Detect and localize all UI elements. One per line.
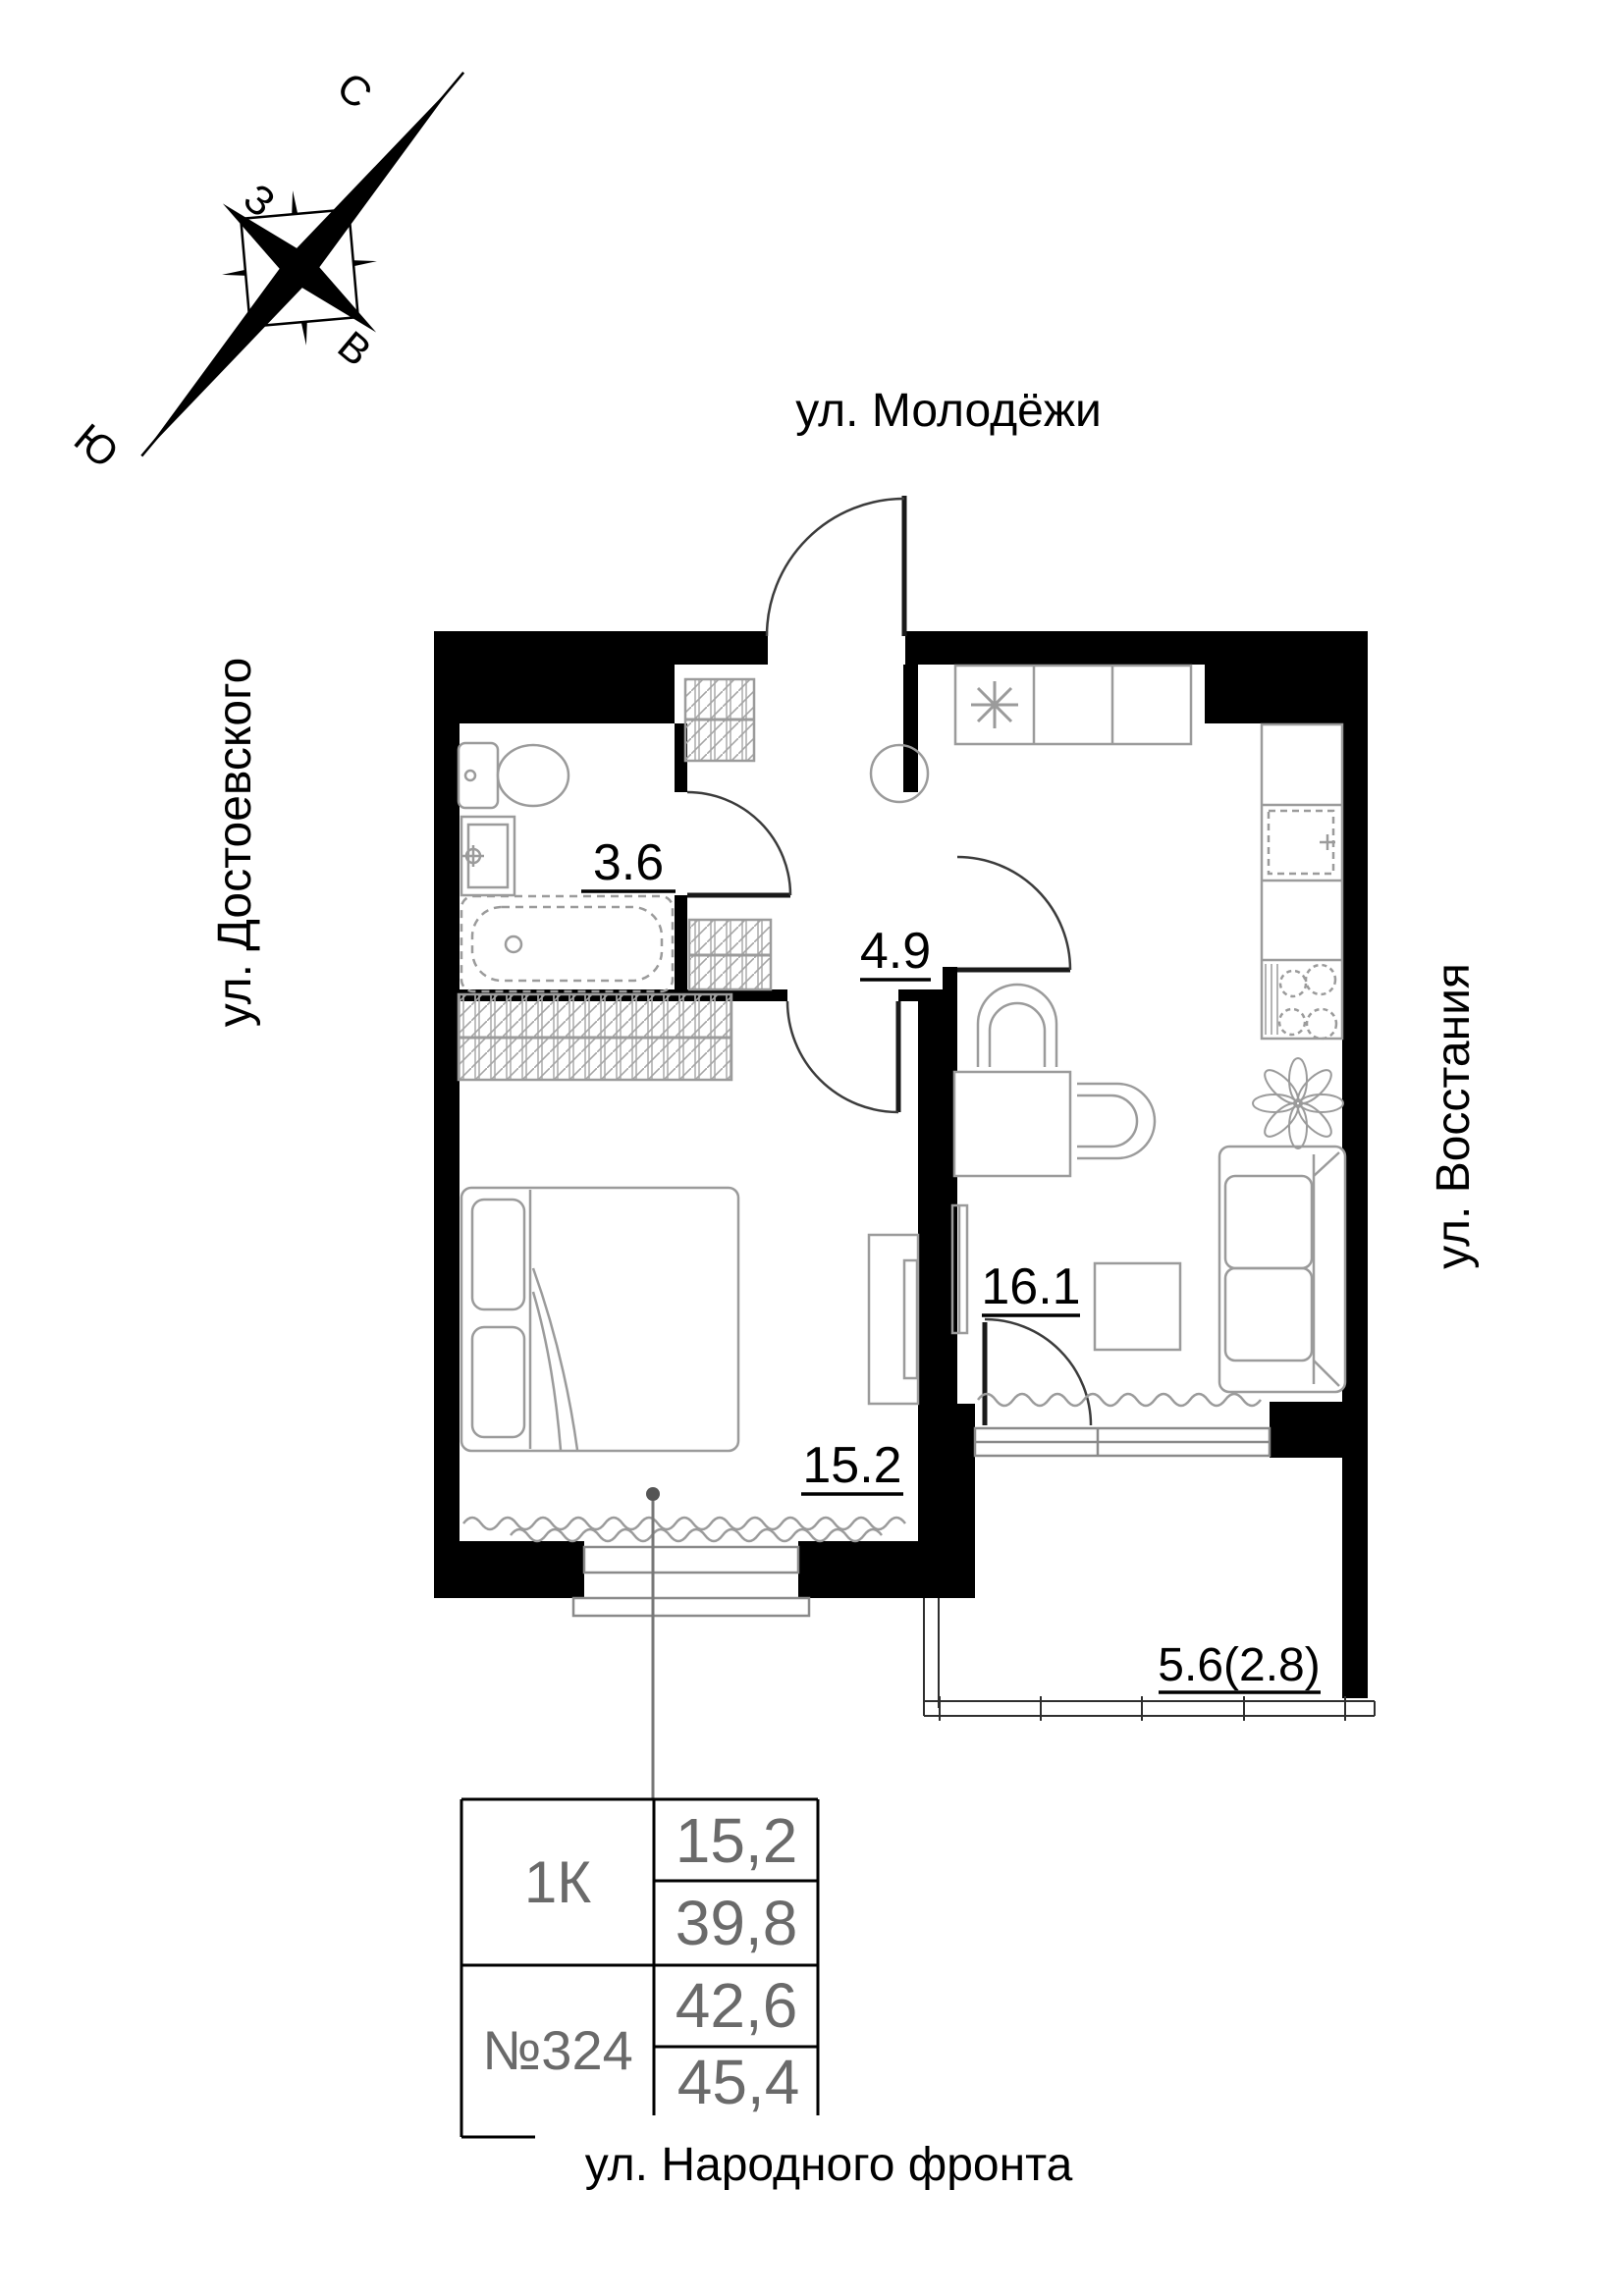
bedroom-wardrobe — [457, 992, 733, 1082]
hallway-closet-lower — [687, 918, 773, 991]
street-label-top: ул. Молодёжи — [795, 385, 1102, 437]
leader-line — [646, 1487, 660, 1799]
kitchen-door — [956, 855, 1072, 973]
street-label-right: ул. Восстания — [1428, 963, 1480, 1269]
plant-symbol — [1252, 1057, 1344, 1149]
area-label-balcony: 5.6(2.8) — [1158, 1639, 1320, 1691]
balcony-door — [982, 1317, 1093, 1426]
area-label-hallway: 4.9 — [860, 923, 931, 980]
sink-asterisk-symbol — [971, 681, 1018, 728]
compass-label-south: Ю — [66, 414, 128, 476]
hallway-round-fixture — [869, 743, 930, 804]
compass-rose: С З В Ю — [66, 63, 465, 477]
stove-symbol — [1265, 963, 1338, 1041]
total-area-with-balcony-value: 45,4 — [677, 2047, 800, 2117]
area-label-bathroom: 3.6 — [593, 834, 664, 891]
balcony-railing — [923, 1598, 1376, 1721]
living-area-value: 15,2 — [676, 1805, 798, 1876]
bed-symbol — [460, 1186, 740, 1453]
apartment-number: №324 — [482, 2019, 633, 2081]
entrance-door — [765, 496, 907, 637]
total-area-value: 42,6 — [676, 1970, 798, 2041]
bedroom-curtain-symbol — [462, 1516, 906, 1531]
apartment-info-table: 1К №324 15,2 39,8 42,6 45,4 — [460, 1797, 820, 2139]
kitchen-window — [973, 1426, 1271, 1458]
bathtub-symbol — [460, 894, 675, 993]
bathroom-door — [686, 790, 792, 898]
bedroom-window — [571, 1541, 811, 1618]
apartment-type: 1К — [524, 1849, 591, 1915]
coffee-table-symbol — [1093, 1261, 1182, 1352]
room-labels: 3.6 4.9 16.1 15.2 5.6(2.8) — [581, 834, 1321, 1694]
bedroom-curtain-symbol-2 — [510, 1527, 883, 1543]
street-label-bottom: ул. Народного фронта — [585, 2139, 1073, 2191]
hallway-closet-upper — [683, 677, 756, 763]
sofa-symbol — [1217, 1145, 1347, 1394]
street-label-left: ул. Достоевского — [209, 658, 261, 1028]
area-label-kitchen-living: 16.1 — [981, 1258, 1080, 1315]
area-without-balcony-value: 39,8 — [676, 1888, 798, 1958]
compass-label-north: С — [329, 63, 381, 118]
toilet-symbol — [457, 741, 570, 810]
tv-stand-symbol — [867, 1233, 920, 1406]
desk-and-chairs — [952, 983, 1157, 1178]
kitchen-curtain-symbol — [977, 1392, 1262, 1408]
radiator-symbol — [950, 1203, 969, 1335]
kitchen-counter-right — [1260, 722, 1344, 1041]
area-label-bedroom: 15.2 — [802, 1437, 901, 1494]
sink-symbol — [460, 815, 516, 897]
bedroom-door — [785, 1000, 901, 1114]
kitchen-counter-top — [953, 664, 1193, 746]
